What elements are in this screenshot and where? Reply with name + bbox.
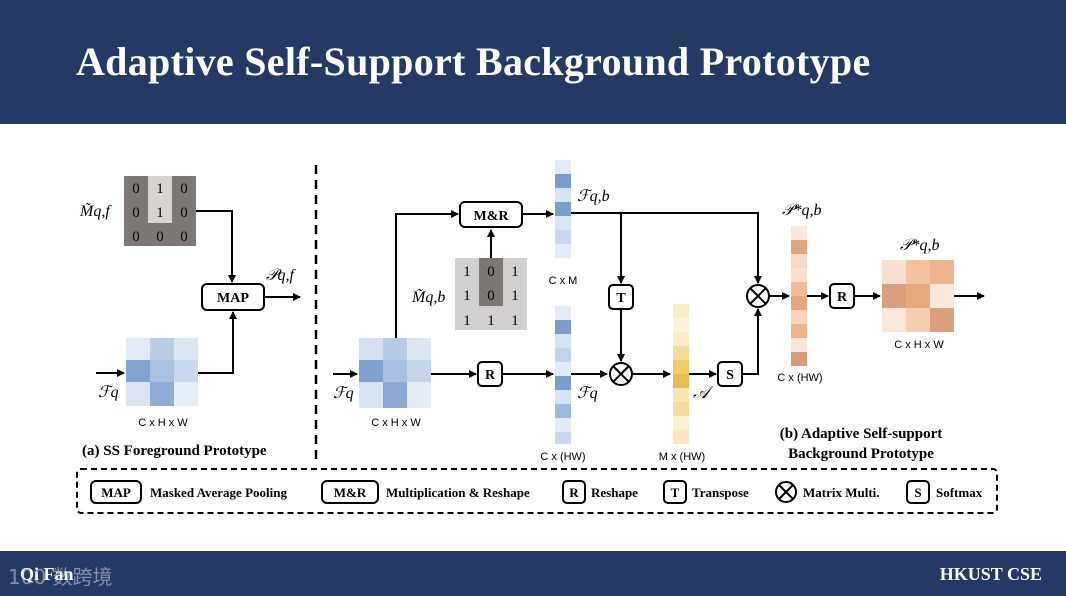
mr-label: M&R <box>474 209 510 224</box>
legend-s-text: Softmax <box>936 485 983 500</box>
legend-matmul-icon <box>775 481 797 503</box>
svg-text:1: 1 <box>487 313 495 329</box>
mask-label-a: M̃q,f <box>79 202 112 220</box>
dims-label-feature-b: C x H x W <box>371 417 421 429</box>
legend-t-box <box>663 480 687 504</box>
prototype-label-a: 𝒫q,f <box>266 267 297 284</box>
svg-text:S: S <box>914 485 921 500</box>
map-label: MAP <box>217 291 249 306</box>
matmul-2 <box>746 284 770 308</box>
mask-cell: 1 <box>156 205 164 221</box>
feature-label-a: ℱq <box>98 384 119 401</box>
footer-affiliation: HKUST CSE <box>939 564 1042 584</box>
feature-label-b: ℱq <box>333 385 354 402</box>
fq-label-b: ℱq <box>577 385 598 402</box>
final-prototype-map <box>882 260 954 332</box>
caption-b-1: (b) Adaptive Self-support <box>780 426 943 442</box>
watermark: 100 数跨境 <box>8 565 113 589</box>
feature-map-a <box>126 338 198 406</box>
legend-r-box <box>562 480 586 504</box>
title-bar: Adaptive Self-Support Background Prototy… <box>0 0 1066 124</box>
legend-matmul-text: Matrix Multi. <box>803 485 880 500</box>
svg-text:0: 0 <box>487 288 495 304</box>
mask-cell: 0 <box>132 205 140 221</box>
legend-mr-box <box>321 480 379 504</box>
dims-final: C x H x W <box>894 339 944 351</box>
matmul-1 <box>609 362 633 386</box>
proto2-label: 𝒫*q,b <box>900 237 940 254</box>
fqb-label: ℱq,b <box>577 188 610 205</box>
transpose-label: T <box>616 291 626 306</box>
feature-map-b <box>359 338 431 408</box>
mask-cell: 0 <box>132 229 140 245</box>
svg-text:0: 0 <box>487 264 495 280</box>
svg-text:1: 1 <box>463 288 471 304</box>
mask-cell: 0 <box>180 181 188 197</box>
svg-text:MAP: MAP <box>101 485 131 500</box>
legend-s-box <box>906 480 930 504</box>
dims-proto: C x (HW) <box>777 372 822 384</box>
caption-a: (a) SS Foreground Prototype <box>82 443 267 459</box>
slide-title: Adaptive Self-Support Background Prototy… <box>76 39 871 84</box>
panel-b: ℱq C x H x W M&R 1 0 1 1 0 1 1 1 1 M̃q,b <box>333 160 985 463</box>
reshape-label-2: R <box>837 290 848 305</box>
dims-chw: C x (HW) <box>540 451 585 463</box>
proto-label: 𝒫*q,b <box>782 202 822 219</box>
caption-b-2: Background Prototype <box>788 446 934 462</box>
panel-a: 0 1 0 0 1 0 0 0 0 M̃q,f MAP 𝒫q,f <box>79 176 301 459</box>
legend-mr-text: Multiplication & Reshape <box>386 485 530 500</box>
mask-matrix-a: 0 1 0 0 1 0 0 0 0 <box>124 176 196 246</box>
svg-text:T: T <box>671 485 680 500</box>
svg-text:1: 1 <box>511 313 519 329</box>
attention-vector <box>673 304 689 444</box>
attention-label: 𝒜 <box>693 383 714 402</box>
dims-cm: C x M <box>549 275 578 287</box>
svg-text:1: 1 <box>511 288 519 304</box>
softmax-label: S <box>726 368 734 383</box>
svg-text:1: 1 <box>463 264 471 280</box>
mask-label-b: M̃q,b <box>411 288 445 306</box>
reshape-label: R <box>485 368 496 383</box>
legend-t-text: Transpose <box>692 485 749 500</box>
mask-cell: 0 <box>132 181 140 197</box>
legend-map-text: Masked Average Pooling <box>150 485 287 500</box>
legend-r-text: Reshape <box>591 485 638 500</box>
dims-mhw: M x (HW) <box>659 451 705 463</box>
fq-vector <box>555 306 571 444</box>
svg-text:1: 1 <box>463 313 471 329</box>
legend-map-box <box>90 480 142 504</box>
mask-cell: 0 <box>180 205 188 221</box>
footer-bar: Qi Fan HKUST CSE <box>0 551 1066 596</box>
mask-cell: 1 <box>156 181 164 197</box>
mask-cell: 0 <box>156 229 164 245</box>
svg-text:1: 1 <box>511 264 519 280</box>
mask-cell: 0 <box>180 229 188 245</box>
prototype-vector <box>791 226 807 366</box>
legend: MAP Masked Average Pooling M&R Multiplic… <box>76 468 998 514</box>
footer-author: Qi Fan <box>20 564 74 584</box>
mask-matrix-b: 1 0 1 1 0 1 1 1 1 <box>455 258 527 330</box>
svg-text:R: R <box>569 485 579 500</box>
dims-label-a: C x H x W <box>138 417 188 429</box>
svg-text:M&R: M&R <box>334 485 367 500</box>
fqb-vector <box>555 160 571 258</box>
